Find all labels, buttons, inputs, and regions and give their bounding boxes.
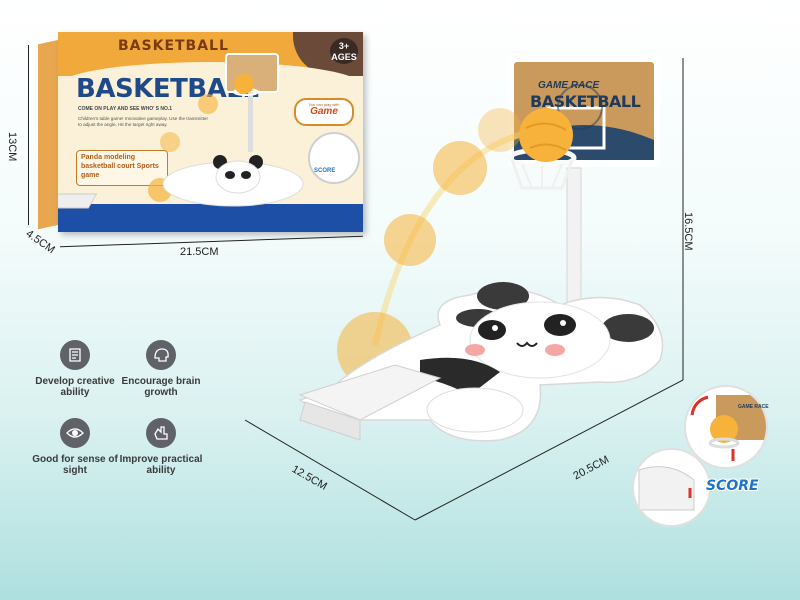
hoop-net-strands <box>521 163 563 189</box>
panda-eye-shine <box>492 325 498 331</box>
ball-motion <box>478 108 522 152</box>
creative-icon <box>60 340 90 370</box>
panda-blush <box>545 344 565 356</box>
feature-label: Encourage brain growth <box>121 376 201 398</box>
eye-icon <box>60 418 90 448</box>
ball-mid <box>384 214 436 266</box>
box-score-inset <box>308 132 360 184</box>
panda-ear <box>477 282 529 310</box>
box-ball <box>234 74 254 94</box>
launcher-base <box>299 401 361 441</box>
box-bottom-band <box>58 204 363 232</box>
score-inset-hoop <box>684 385 768 469</box>
inset-backboard-text: GAME RACE <box>738 404 769 410</box>
age-badge: 3+ AGES <box>330 38 358 64</box>
hoop-pole <box>566 167 582 314</box>
hand-icon <box>146 418 176 448</box>
box-hoop-pole <box>248 92 253 152</box>
box-ball <box>160 132 180 152</box>
box-subtitle: COME ON PLAY AND SEE WHO' S NO.1 <box>78 106 173 112</box>
feature-label: Improve practical ability <box>119 454 203 476</box>
box-panda-head <box>215 160 261 194</box>
box-artwork <box>58 53 304 209</box>
inset-arrow <box>690 395 709 416</box>
ball-at-hoop <box>519 108 573 162</box>
panda-ear <box>602 314 654 342</box>
panda-head <box>469 301 611 379</box>
inset-rim <box>708 437 740 449</box>
product-box: BASKETBALL 3+ AGES BASKETBALL COME ON PL… <box>58 32 363 232</box>
panda-chest-opening <box>420 357 500 395</box>
feature-label: Good for sense of sight <box>32 454 118 476</box>
box-launcher <box>58 193 98 209</box>
box-height-line <box>28 45 29 225</box>
panda-mouth <box>516 341 538 347</box>
feature-label: Develop creative ability <box>35 376 115 398</box>
inset-ball <box>710 415 738 443</box>
ball-high <box>433 141 487 195</box>
product-width-line <box>414 379 684 521</box>
ball-seams <box>525 122 567 151</box>
product-depth-line <box>244 419 416 521</box>
brain-icon <box>146 340 176 370</box>
product-height-label: 16.5CM <box>682 212 694 251</box>
box-top-title: BASKETBALL <box>118 38 229 54</box>
launcher-arm[interactable] <box>298 364 442 421</box>
panda-eye-right <box>544 314 576 336</box>
backboard-title: BASKETBALL <box>530 92 641 111</box>
game-badge-text: Game <box>310 106 338 117</box>
ball-trajectory <box>372 127 541 346</box>
box-description: Children's table game! Innovative gamepl… <box>78 116 208 127</box>
game-badge: You can play with Game <box>294 98 354 126</box>
box-panda-eye <box>225 171 235 179</box>
panda-eye-left <box>478 320 506 340</box>
inset-launcher <box>638 466 695 511</box>
box-panda-eye <box>241 171 251 179</box>
box-feature-label: Panda modeling basketball court Sports g… <box>76 150 168 186</box>
score-label: SCORE <box>706 478 759 494</box>
box-width-label: 21.5CM <box>180 246 219 258</box>
backboard-ball-graphic <box>557 84 603 130</box>
panda-paw <box>426 387 524 433</box>
panda-blush <box>465 344 485 356</box>
backboard-small-text: GAME RACE <box>538 80 600 91</box>
box-ball <box>198 94 218 114</box>
score-inset-launcher <box>632 448 711 527</box>
game-badge-small-text: You can play with <box>308 102 340 107</box>
box-score-label: SCORE <box>314 168 336 174</box>
panda-eye-shine <box>560 320 566 326</box>
